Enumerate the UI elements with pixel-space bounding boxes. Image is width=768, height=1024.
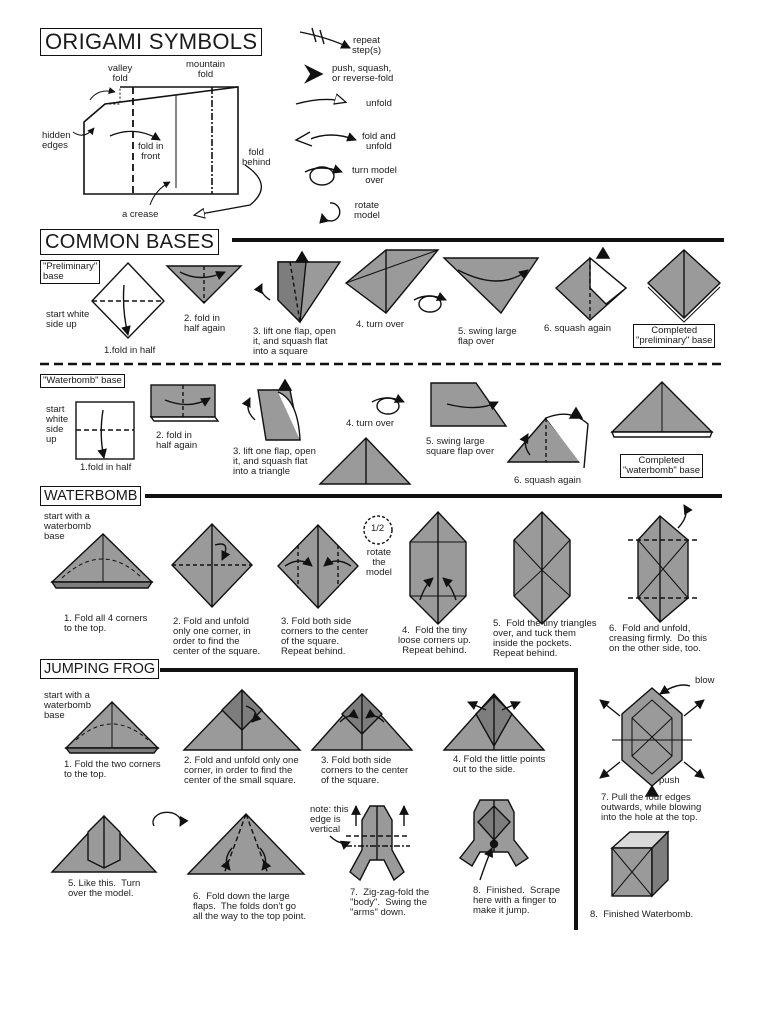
- mountain-fold-label: mountain fold: [186, 59, 226, 80]
- waterbomb-diagrams: [50, 504, 698, 625]
- valley-fold-label: valley fold: [108, 63, 133, 84]
- preliminary-base-label: "Preliminary" base: [40, 260, 101, 284]
- waterbomb-step-3: 3. Fold both side corners to the center …: [281, 616, 369, 657]
- frog-start-label: start with a waterbomb base: [44, 690, 91, 721]
- waterbomb-base-step-4: 4. turn over: [346, 418, 395, 429]
- frog-step-1: 1. Fold the two corners to the top.: [64, 759, 161, 780]
- waterbomb-base-diagrams: [75, 378, 714, 485]
- frog-step-5: 5. Like this. Turn over the model.: [68, 878, 141, 899]
- symbol-icons: [294, 27, 357, 224]
- repeat-steps-label: repeat step(s): [352, 35, 382, 56]
- push-label-small: push: [659, 775, 680, 786]
- waterbomb-step-7: 7. Pull the four edges outwards, while b…: [601, 792, 702, 823]
- waterbomb-step-1: 1. Fold all 4 corners to the top.: [64, 613, 148, 634]
- waterbomb-step-2: 2. Fold and unfold only one corner, in o…: [173, 616, 261, 657]
- frog-step-4: 4. Fold the little points out to the sid…: [453, 754, 546, 775]
- waterbomb-base-step-1: 1.fold in half: [80, 462, 132, 473]
- waterbomb-step-5: 5. Fold the tiny triangles over, and tuc…: [493, 618, 597, 659]
- preliminary-step-4: 4. turn over: [356, 319, 405, 330]
- waterbomb-inflate-diagram: [599, 684, 705, 898]
- rotate-fraction: 1/2: [371, 523, 385, 534]
- turn-over-label: turn model over: [352, 165, 397, 186]
- waterbomb-heading: WATERBOMB: [40, 486, 142, 506]
- preliminary-step-2: 2. fold in half again: [184, 313, 226, 334]
- waterbomb-base-step-3: 3. lift one flap, open it, and squash fl…: [233, 446, 316, 477]
- frog-step-8: 8. Finished. Scrape here with a finger t…: [473, 885, 561, 916]
- preliminary-diagrams: [91, 246, 722, 340]
- page-title: ORIGAMI SYMBOLS: [40, 28, 263, 56]
- preliminary-step-3: 3. lift one flap, open it, and squash fl…: [253, 326, 336, 357]
- preliminary-start-label: start white side up: [46, 309, 90, 330]
- frog-rule: [160, 668, 578, 672]
- waterbomb-rule: [145, 494, 722, 498]
- fold-and-unfold-label: fold and unfold: [362, 131, 396, 152]
- rotate-label: rotate model: [354, 200, 380, 221]
- waterbomb-base-step-5: 5. swing large square flap over: [426, 436, 495, 457]
- preliminary-step-1: 1.fold in half: [104, 345, 156, 356]
- frog-note-label: note: this edge is vertical: [310, 804, 349, 835]
- frog-step-7: 7. Zig-zag-fold the "body". Swing the "a…: [350, 887, 430, 918]
- waterbomb-step-6: 6. Fold and unfold, creasing firmly. Do …: [609, 623, 708, 654]
- waterbomb-base-label: "Waterbomb" base: [40, 374, 125, 388]
- frog-step-3: 3. Fold both side corners to the center …: [321, 755, 409, 786]
- crease-label: a crease: [122, 209, 159, 220]
- unfold-label: unfold: [366, 98, 392, 109]
- preliminary-completed-label: Completed "preliminary" base: [633, 324, 716, 348]
- waterbomb-step-8: 8. Finished Waterbomb.: [590, 909, 694, 920]
- common-bases-rule: [232, 238, 724, 242]
- preliminary-step-6: 6. squash again: [544, 323, 612, 334]
- symbols-key-paper: [72, 86, 262, 215]
- waterbomb-step-4: 4. Fold the tiny loose corners up. Repea…: [398, 625, 471, 656]
- preliminary-step-5: 5. swing large flap over: [458, 326, 517, 347]
- frog-step-6: 6. Fold down the large flaps. The folds …: [193, 891, 307, 922]
- frog-step-2: 2. Fold and unfold only one corner, in o…: [184, 755, 299, 786]
- waterbomb-base-start-label: start white side up: [46, 404, 69, 445]
- hidden-edges-label: hidden edges: [42, 130, 71, 151]
- waterbomb-base-completed-label: Completed "waterbomb" base: [620, 454, 703, 478]
- waterbomb-base-step-6: 6. squash again: [514, 475, 582, 486]
- fold-behind-label: fold behind: [242, 147, 271, 168]
- frog-side-rule: [574, 668, 578, 930]
- fold-in-front-label: fold in front: [138, 141, 164, 162]
- common-bases-heading: COMMON BASES: [40, 229, 220, 255]
- jumping-frog-heading: JUMPING FROG: [40, 659, 160, 679]
- waterbomb-base-step-2: 2. fold in half again: [156, 430, 198, 451]
- blow-label: blow: [695, 675, 715, 686]
- rotate-model-label: rotate the model: [366, 547, 392, 578]
- frog-diagrams: [50, 688, 546, 882]
- push-label: push, squash, or reverse-fold: [332, 63, 394, 84]
- waterbomb-start-label: start with a waterbomb base: [44, 511, 91, 542]
